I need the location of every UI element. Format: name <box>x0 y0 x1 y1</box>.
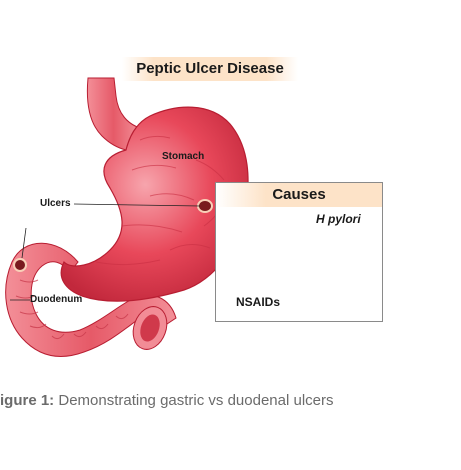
caption-text: Demonstrating gastric vs duodenal ulcers <box>54 392 334 409</box>
duodenum-label: Duodenum <box>30 294 83 305</box>
duodenal-ulcer <box>13 258 27 272</box>
causes-heading: Causes <box>216 183 382 207</box>
stomach-label: Stomach <box>162 151 205 162</box>
stomach-body <box>60 106 249 302</box>
nsaids-label: NSAIDs <box>236 295 281 309</box>
gastric-ulcer <box>197 199 213 213</box>
figure-caption: igure 1: Demonstrating gastric vs duoden… <box>0 392 334 409</box>
ulcers-leader-line-2 <box>21 227 27 259</box>
esophagus <box>86 77 141 151</box>
causes-panel: Causes <box>215 182 383 322</box>
diagram-title: Peptic Ulcer Disease <box>122 57 298 81</box>
caption-prefix: igure 1: <box>0 392 55 409</box>
ulcers-leader-line <box>73 203 201 207</box>
ulcers-label: Ulcers <box>40 198 71 209</box>
h-pylori-label: H pylori <box>316 212 361 226</box>
